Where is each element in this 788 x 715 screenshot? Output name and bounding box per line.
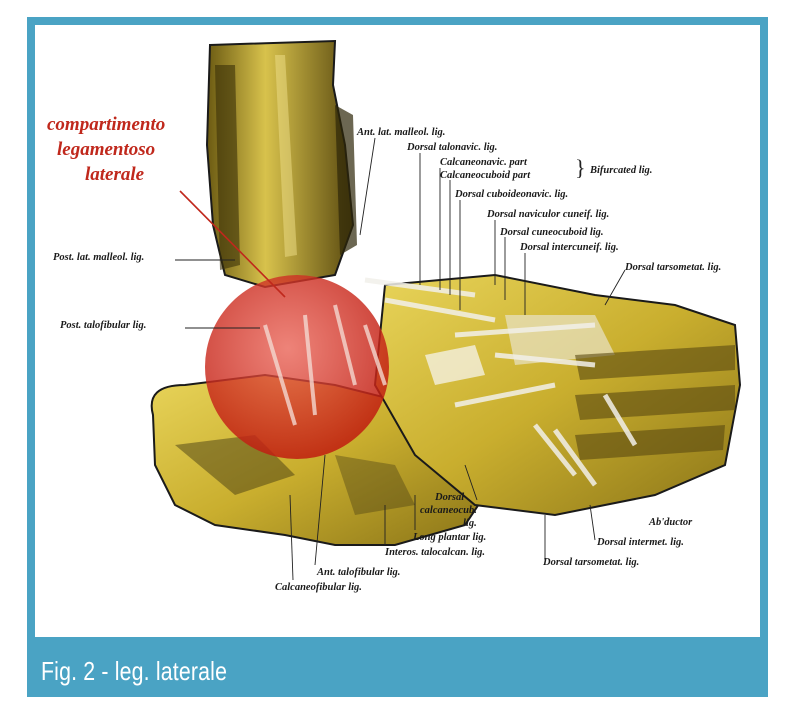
leader-lines	[175, 137, 626, 581]
label-dorsal-calcaneocub-2: calcaneocub.	[420, 505, 477, 516]
figure-caption: Fig. 2 - leg. laterale	[41, 655, 228, 686]
label-calcaneofibular: Calcaneofibular lig.	[275, 582, 362, 593]
label-calcaneocuboid-part: Calcaneocuboid part	[440, 170, 531, 181]
label-dorsal-calcaneocub-1: Dorsal	[434, 492, 464, 503]
highlight-title-line-2: legamentoso	[57, 139, 155, 160]
label-abductor: Ab'ductor	[648, 517, 693, 528]
label-dorsal-tarsometat-top: Dorsal tarsometat. lig.	[624, 262, 721, 273]
label-bifurcated: Bifurcated lig.	[589, 165, 652, 176]
label-long-plantar: Long plantar lig.	[412, 532, 486, 543]
label-post-lat-malleol: Post. lat. malleol. lig.	[53, 252, 144, 263]
figure-frame: compartimento legamentoso laterale Ant. …	[27, 17, 768, 697]
lateral-compartment-highlight	[205, 275, 389, 459]
ankle-ligament-illustration: compartimento legamentoso laterale Ant. …	[47, 39, 742, 593]
highlight-title-line-1: compartimento	[47, 114, 165, 135]
label-dorsal-tarsometat-bottom: Dorsal tarsometat. lig.	[542, 557, 639, 568]
bifurcated-brace: }	[575, 155, 586, 180]
label-dorsal-calcaneocub-3: lig.	[463, 518, 477, 529]
highlight-title-line-3: laterale	[85, 164, 145, 185]
label-dorsal-intermet: Dorsal intermet. lig.	[596, 537, 684, 548]
label-dorsal-intercuneif: Dorsal intercuneif. lig.	[519, 242, 619, 253]
caption-bar: Fig. 2 - leg. laterale	[27, 645, 768, 697]
label-interos-talocalcan: Interos. talocalcan. lig.	[384, 547, 485, 558]
leg-bones	[205, 39, 357, 289]
label-dorsal-cuboideonavic: Dorsal cuboideonavic. lig.	[454, 189, 568, 200]
label-ant-talofibular: Ant. talofibular lig.	[316, 567, 400, 578]
illustration-panel: compartimento legamentoso laterale Ant. …	[35, 25, 760, 637]
label-dorsal-cuneocuboid: Dorsal cuneocuboid lig.	[499, 227, 604, 238]
label-dorsal-talonavic: Dorsal talonavic. lig.	[406, 142, 497, 153]
label-calcaneonavic: Calcaneonavic. part	[440, 157, 528, 168]
label-ant-lat-malleol: Ant. lat. malleol. lig.	[356, 127, 445, 138]
ligament-bands	[364, 277, 638, 487]
label-post-talofibular: Post. talofibular lig.	[60, 320, 146, 331]
label-dorsal-naviculocuneif: Dorsal naviculor cuneif. lig.	[486, 209, 609, 220]
highlight-ligaments	[263, 304, 387, 426]
